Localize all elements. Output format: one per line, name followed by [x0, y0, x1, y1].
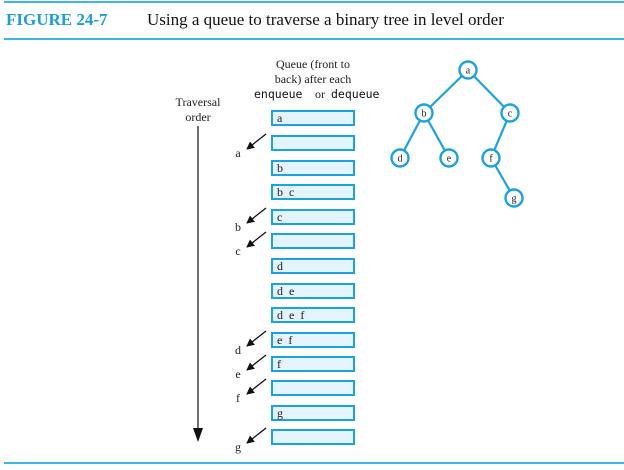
tree-node-d: d	[390, 148, 410, 168]
figure-caption: Using a queue to traverse a binary tree …	[147, 10, 504, 29]
tree-node-circle	[458, 60, 478, 80]
dequeue-arrow-icon	[246, 207, 267, 224]
queue-box	[271, 356, 355, 372]
queue-box	[271, 233, 355, 249]
tree-node-label: b	[422, 109, 427, 120]
tree-node-circle	[390, 148, 410, 168]
queue-header-line2: back) after each	[275, 72, 352, 86]
tree-node-a: a	[458, 60, 478, 80]
tree-node-c: c	[500, 103, 520, 123]
queue-box	[271, 307, 355, 323]
tree-node-label: g	[512, 194, 517, 205]
tree-node-circle	[504, 188, 524, 208]
queue-contents: d e	[277, 284, 294, 298]
tree-edge	[423, 69, 469, 114]
tree-node-label: d	[398, 154, 403, 165]
queue-box	[271, 283, 355, 299]
queue-state: g	[271, 405, 355, 421]
tree-node-label: a	[466, 66, 471, 77]
queue-contents: b c	[277, 185, 294, 199]
traversal-arrow-head-icon	[193, 428, 203, 442]
traversal-label-line1: Traversal	[176, 95, 222, 109]
queue-state: d e	[271, 283, 355, 299]
dequeue-arrow-icon	[246, 427, 267, 444]
queue-box	[271, 160, 355, 176]
queue-box	[271, 110, 355, 126]
queue-state: d e f	[271, 307, 355, 323]
queue-box	[271, 380, 355, 396]
dequeued-item: g	[235, 440, 241, 454]
tree-edge	[467, 69, 511, 114]
queue-contents: d	[277, 259, 283, 273]
queue-box	[271, 135, 355, 151]
tree-node-circle	[439, 148, 459, 168]
dequeued-item: f	[236, 391, 240, 405]
queue-state: fe	[235, 354, 355, 381]
tree-node-label: c	[508, 109, 513, 120]
figure-label: FIGURE 24-7	[6, 10, 108, 29]
queue-box	[271, 405, 355, 421]
queue-contents: c	[277, 210, 282, 224]
traversal-label-line2: order	[185, 110, 210, 124]
dequeued-item: d	[235, 343, 241, 357]
queue-state: a	[271, 110, 355, 126]
tree-node-label: e	[447, 154, 452, 165]
queue-contents: b	[277, 161, 283, 175]
queue-box	[271, 184, 355, 200]
queue-box	[271, 209, 355, 225]
tree-node-circle	[481, 148, 501, 168]
bottom-rule	[4, 462, 624, 464]
queue-header-dequeue: dequeue	[331, 87, 380, 101]
dequeue-arrow-icon	[246, 354, 267, 371]
queue-state: cb	[235, 207, 355, 234]
tree-node-g: g	[504, 188, 524, 208]
tree-node-e: e	[439, 148, 459, 168]
dequeued-item: a	[235, 146, 241, 160]
queue-state: g	[235, 427, 355, 454]
queue-header-or: or	[315, 87, 325, 101]
title-rule	[4, 38, 624, 40]
tree-node-circle	[500, 103, 520, 123]
tree-edges	[399, 69, 515, 199]
queue-state: e fd	[235, 330, 355, 357]
queue-state: f	[236, 378, 355, 405]
tree-node-circle	[414, 103, 434, 123]
dequeue-arrow-icon	[246, 378, 267, 395]
queue-state: b	[271, 160, 355, 176]
dequeue-arrow-icon	[246, 231, 267, 248]
tree-node-b: b	[414, 103, 434, 123]
dequeued-item: c	[235, 244, 240, 258]
queue-contents: g	[277, 406, 283, 420]
dequeued-item: e	[235, 367, 240, 381]
queue-contents: a	[277, 111, 283, 125]
queue-state: c	[235, 231, 355, 258]
queue-box	[271, 429, 355, 445]
dequeued-item: b	[235, 220, 241, 234]
queue-contents: f	[277, 357, 281, 371]
top-rule	[4, 1, 624, 3]
tree-node-label: f	[489, 154, 493, 165]
queue-contents: d e f	[277, 308, 304, 322]
dequeue-arrow-icon	[246, 330, 267, 347]
queue-header-line1: Queue (front to	[276, 57, 350, 71]
queue-contents: e f	[277, 333, 292, 347]
queue-box	[271, 332, 355, 348]
queue-box	[271, 258, 355, 274]
queue-state: d	[271, 258, 355, 274]
dequeue-arrow-icon	[246, 133, 267, 150]
queue-state: b c	[271, 184, 355, 200]
queue-header-enqueue: enqueue	[254, 87, 303, 101]
queue-state: a	[235, 133, 355, 160]
tree-nodes: a b c d e f g	[390, 60, 524, 208]
tree-node-f: f	[481, 148, 501, 168]
